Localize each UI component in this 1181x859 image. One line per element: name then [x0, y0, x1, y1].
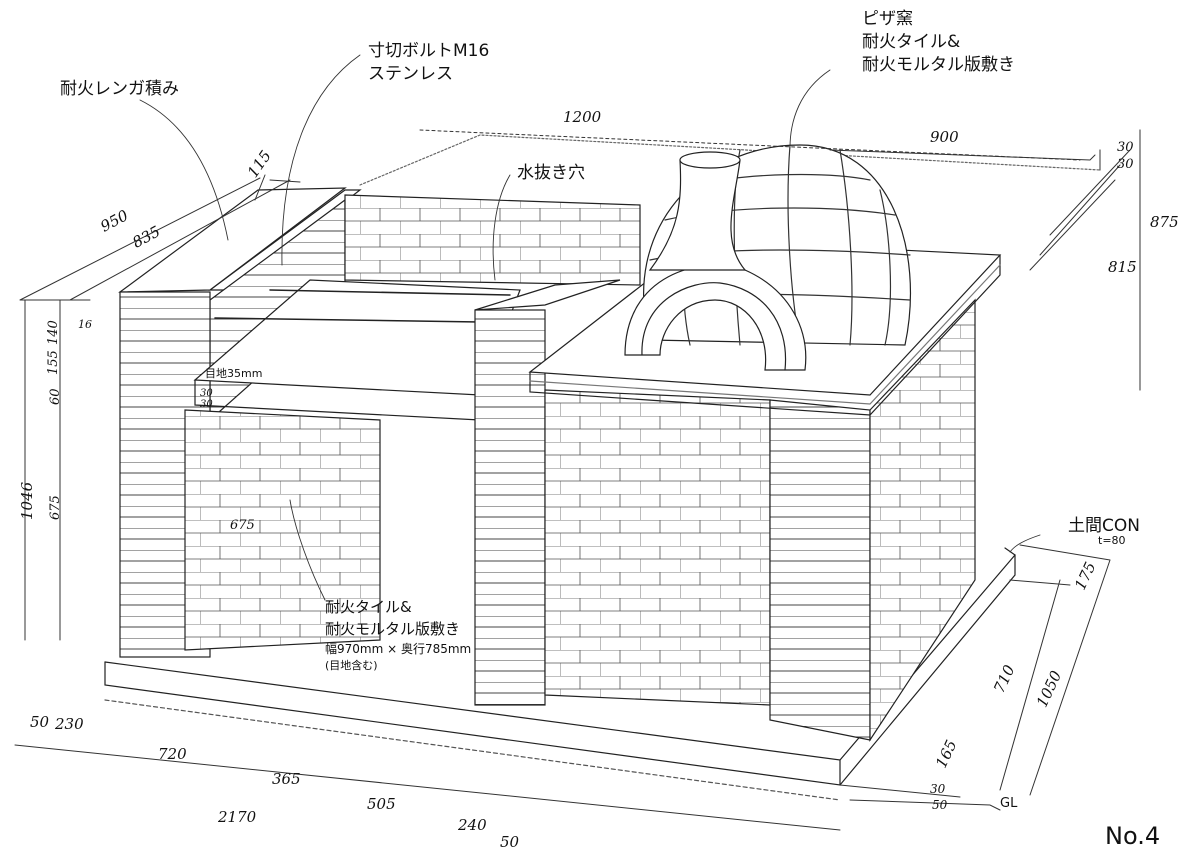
dim-875: 875	[1150, 213, 1179, 231]
dim-815: 815	[1108, 258, 1137, 276]
ground-level-label: GL	[1000, 796, 1018, 811]
dim-30b: 30	[1117, 157, 1134, 172]
annotation-drain-hole: 水抜き穴	[517, 163, 585, 183]
dim-side-30: 30	[930, 782, 946, 796]
annotation-slab: 土間CON t=80	[1068, 515, 1140, 549]
left-pillar	[118, 187, 381, 658]
annotation-bolt-line1: 寸切ボルトM16	[368, 41, 490, 61]
annotation-pizza-kiln-line1: ピザ窯	[862, 9, 913, 29]
dim-140: 140	[46, 320, 61, 345]
annotation-pizza-kiln: ピザ窯 耐火タイル& 耐火モルタル版敷き	[862, 8, 1015, 77]
dim-900: 900	[930, 128, 959, 146]
dim-16: 16	[78, 318, 92, 331]
annotation-pizza-kiln-line2: 耐火タイル&	[862, 31, 961, 52]
dim-total-2170: 2170	[218, 808, 257, 826]
dim-base-50: 50	[30, 713, 50, 731]
dim-1200: 1200	[563, 108, 602, 126]
annotation-floor-tile: 耐火タイル& 耐火モルタル版敷き 幅970mm × 奥行785mm (目地含む)	[325, 597, 471, 674]
annotation-pizza-kiln-line3: 耐火モルタル版敷き	[862, 54, 1015, 75]
dim-base-50b: 50	[500, 833, 520, 851]
middle-pillar	[474, 279, 621, 706]
dim-base-365: 365	[272, 770, 301, 788]
left-counter	[193, 279, 521, 396]
annotation-bolt: 寸切ボルトM16 ステンレス	[368, 40, 489, 86]
dim-base-230: 230	[55, 715, 84, 733]
annotation-floor-tile-line3: 幅970mm × 奥行785mm	[325, 641, 472, 656]
dim-30a: 30	[1117, 140, 1134, 155]
sheet-number: No.4	[1105, 822, 1161, 850]
dim-675-inner: 675	[230, 518, 255, 533]
annotation-refractory-brick: 耐火レンガ積み	[60, 79, 179, 99]
annotation-slab-line2: t=80	[1098, 533, 1126, 547]
annotation-joint: 目地35mm	[205, 367, 263, 380]
dim-1046: 1046	[18, 481, 36, 520]
dim-675-left: 675	[48, 495, 63, 520]
annotation-floor-tile-line4: (目地含む)	[325, 658, 378, 672]
dim-base-720: 720	[158, 745, 187, 763]
dim-base-240: 240	[458, 816, 487, 834]
annotation-slab-line1: 土間CON	[1068, 516, 1140, 536]
right-base	[544, 298, 976, 743]
dim-counter-30a: 30	[200, 388, 213, 399]
dim-counter-30b: 30	[200, 399, 213, 410]
dim-base-505: 505	[367, 795, 396, 813]
leader-lines	[139, 54, 1041, 601]
dim-60: 60	[48, 388, 63, 405]
dim-side-50: 50	[932, 798, 948, 812]
annotation-floor-tile-line1: 耐火タイル&	[325, 598, 412, 616]
annotation-floor-tile-line2: 耐火モルタル版敷き	[325, 619, 461, 638]
dimension-lines	[14, 129, 1131, 831]
annotation-bolt-line2: ステンレス	[368, 63, 453, 84]
pizza-oven-dome	[624, 144, 912, 371]
dim-155: 155	[46, 350, 61, 375]
